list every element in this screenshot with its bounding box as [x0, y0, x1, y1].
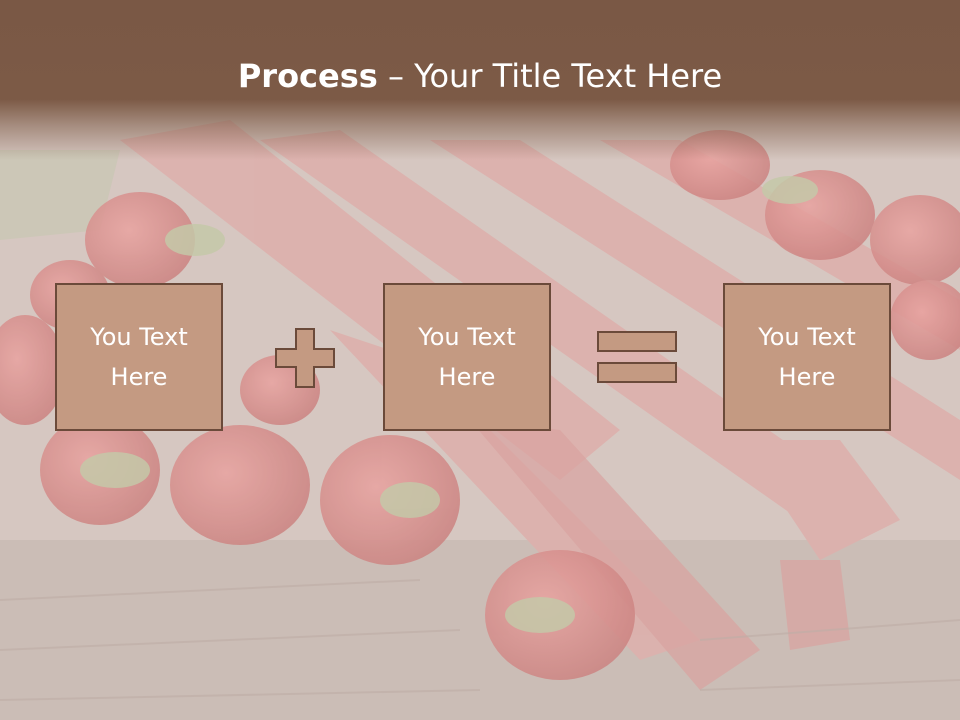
title-band [0, 0, 960, 160]
process-box-3-text: You Text Here [758, 323, 856, 391]
slide-title: Process – Your Title Text Here [0, 54, 960, 98]
process-box-2[interactable]: You Text Here [383, 283, 551, 431]
equals-icon [597, 331, 677, 383]
process-box-1-text: You Text Here [90, 323, 188, 391]
process-box-3[interactable]: You Text Here [723, 283, 891, 431]
process-box-1[interactable]: You Text Here [55, 283, 223, 431]
process-box-2-text: You Text Here [418, 323, 516, 391]
title-rest: – Your Title Text Here [377, 57, 723, 95]
title-bold: Process [237, 57, 378, 95]
plus-icon [275, 328, 335, 388]
